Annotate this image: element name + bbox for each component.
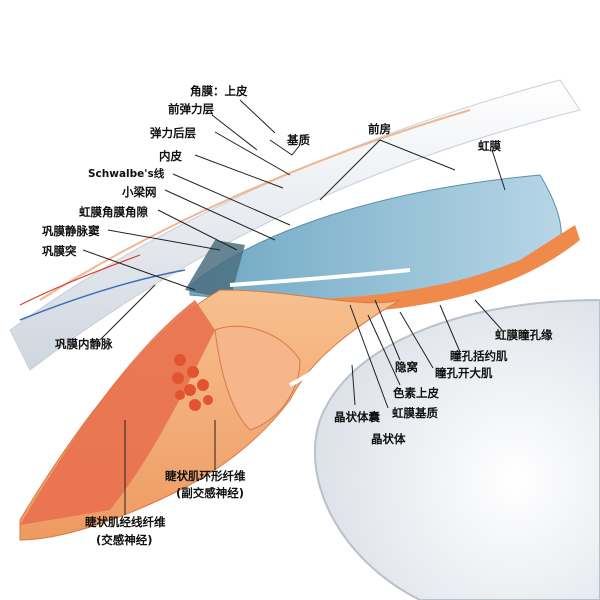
- label-pupillary-margin: 虹膜瞳孔缘: [495, 328, 553, 342]
- leader-lines: [82, 99, 506, 515]
- label-descemet-membrane: 弹力后层: [150, 126, 196, 140]
- aqueous-flow-arrow: [289, 333, 362, 387]
- label-iris-stroma: 虹膜基质: [392, 406, 438, 420]
- circular-muscle-fibers: [172, 354, 213, 411]
- label-bowman-layer: 前弹力层: [168, 102, 214, 116]
- label-iridocorneal-angle: 虹膜角膜角隙: [79, 205, 148, 219]
- label-stroma: 基质: [287, 133, 310, 147]
- label-lens: 晶状体: [371, 432, 406, 446]
- bowman-layer-line: [39, 109, 471, 301]
- label-ciliary-circular-note: (副交感神经): [176, 486, 245, 500]
- label-ciliary-meridional-note: (交感神经): [96, 533, 153, 547]
- cornea: [9, 79, 581, 371]
- label-ciliary-meridional-fibers: 睫状肌经线纤维: [85, 515, 166, 529]
- label-trabecular-meshwork: 小梁网: [122, 185, 157, 199]
- ciliary-meridional-muscle: [20, 300, 215, 525]
- label-ciliary-circular-fibers: 睫状肌环形纤维: [165, 469, 246, 483]
- intrascleral-vein: [19, 269, 186, 321]
- label-scleral-spur: 巩膜突: [42, 244, 77, 258]
- label-scleral-venous-sinus: 巩膜静脉窦: [42, 224, 100, 238]
- artery: [19, 254, 141, 306]
- label-dilator-pupillae: 瞳孔开大肌: [435, 366, 493, 380]
- label-schwalbe-line: Schwalbe's线: [88, 168, 165, 180]
- label-iris: 虹膜: [478, 139, 501, 153]
- ciliary-processes: [214, 325, 301, 431]
- label-endothelium: 内皮: [159, 149, 182, 163]
- aqueous-flow-arrow: [229, 268, 411, 287]
- label-lens-capsule: 晶状体囊: [334, 410, 380, 424]
- label-crypt: 隐窝: [395, 360, 418, 374]
- label-pigment-epithelium: 色素上皮: [393, 386, 439, 400]
- label-sphincter-pupillae: 瞳孔括约肌: [450, 349, 508, 363]
- label-cornea-epithelium: 角膜：上皮: [190, 84, 248, 98]
- label-intrascleral-vein: 巩膜内静脉: [55, 337, 113, 351]
- label-anterior-chamber: 前房: [368, 122, 391, 136]
